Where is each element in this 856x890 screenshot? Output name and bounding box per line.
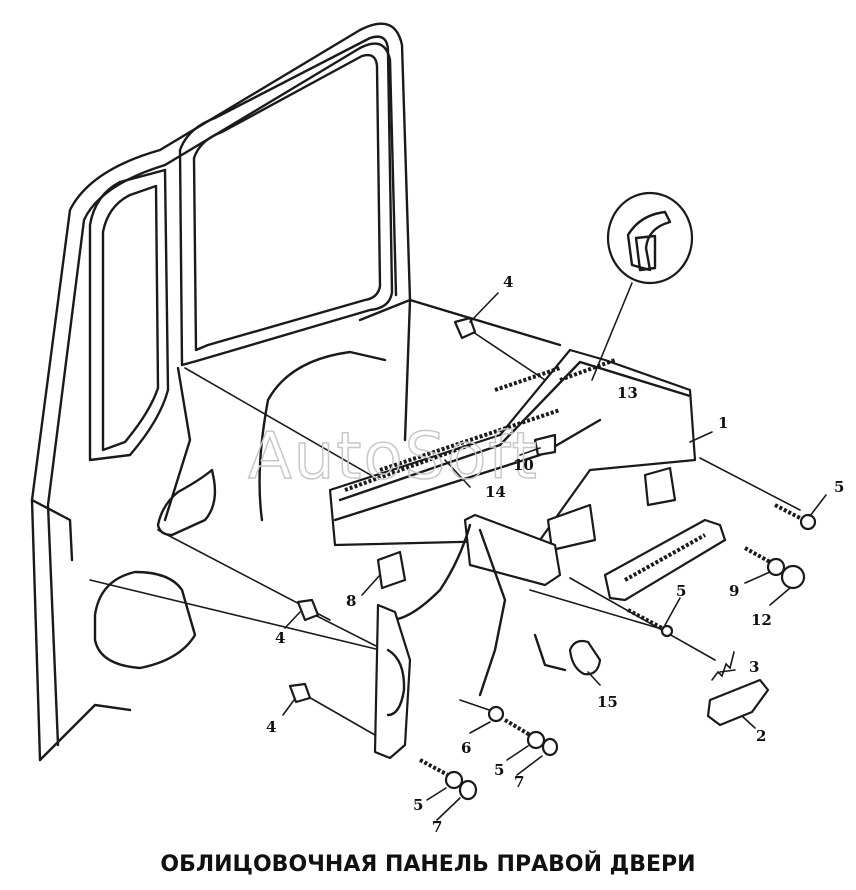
callout-13: 13 xyxy=(617,384,638,402)
clip-10 xyxy=(533,433,557,457)
left-window xyxy=(88,168,170,462)
callout-2: 2 xyxy=(756,727,766,745)
callout-4-mid: 4 xyxy=(275,629,285,647)
callout-15: 15 xyxy=(597,693,618,711)
figure-caption: ОБЛИЦОВОЧНАЯ ПАНЕЛЬ ПРАВОЙ ДВЕРИ xyxy=(160,852,696,877)
callout-8: 8 xyxy=(346,592,356,610)
callout-5-low: 5 xyxy=(413,796,423,814)
trim-panel xyxy=(328,348,697,552)
callout-5-center: 5 xyxy=(676,582,686,600)
spring-3 xyxy=(711,651,735,681)
fasteners xyxy=(288,316,817,801)
leader-lines xyxy=(282,292,827,821)
callout-1: 1 xyxy=(718,414,728,432)
callout-3: 3 xyxy=(749,658,759,676)
plug-4-low xyxy=(288,682,312,704)
screw-5-mid xyxy=(526,730,546,750)
screw-5-right xyxy=(799,513,817,531)
plug-4-mid xyxy=(296,598,320,622)
door-handle-recess xyxy=(156,468,217,537)
cap-7-low xyxy=(458,779,478,801)
screw-5-low xyxy=(444,770,464,790)
callout-4-low: 4 xyxy=(266,718,276,736)
callout-14: 14 xyxy=(485,483,506,501)
pull-handle xyxy=(603,518,727,602)
trim-panel-body xyxy=(328,348,697,547)
watermark: AutoSoft xyxy=(248,420,539,494)
callout-5-right: 5 xyxy=(834,478,844,496)
callout-7-low: 7 xyxy=(432,818,442,836)
cap-7-mid xyxy=(541,737,559,757)
callout-10: 10 xyxy=(513,456,534,474)
callout-9: 9 xyxy=(729,582,739,600)
cap-8 xyxy=(376,550,407,590)
cap-12 xyxy=(780,564,806,590)
right-window xyxy=(178,35,394,367)
callout-12: 12 xyxy=(751,611,772,629)
door-frame xyxy=(30,22,562,762)
handle-assembly xyxy=(373,513,727,760)
washer-9 xyxy=(766,557,786,577)
side-bracket xyxy=(373,603,412,760)
callout-7-mid: 7 xyxy=(514,773,524,791)
callout-numbers: 4 13 1 10 14 5 8 4 5 9 12 3 15 4 2 6 5 7… xyxy=(266,273,844,836)
detail-inset xyxy=(591,191,694,381)
bezel-15 xyxy=(568,639,602,676)
callout-4-top: 4 xyxy=(503,273,513,291)
washer-6 xyxy=(487,705,505,723)
callout-6: 6 xyxy=(461,739,471,757)
handle-2 xyxy=(706,678,770,727)
callout-5-mid: 5 xyxy=(494,761,504,779)
door-pocket xyxy=(93,570,197,670)
plug-4-top xyxy=(453,316,477,340)
screw-5-center xyxy=(660,624,674,638)
